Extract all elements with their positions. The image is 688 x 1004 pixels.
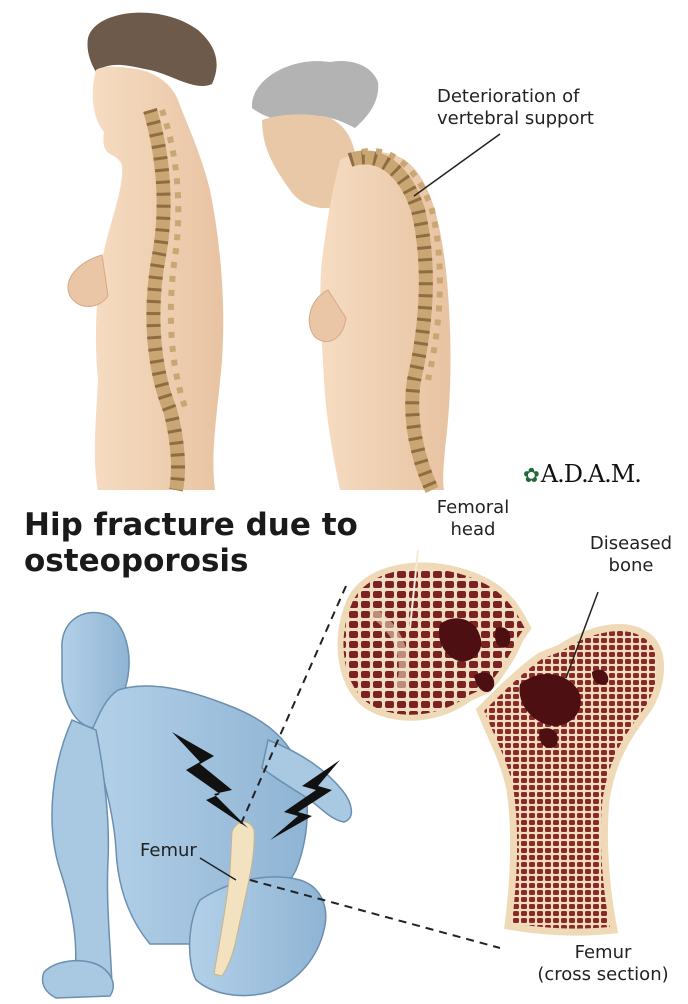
femur-label: Femur (140, 840, 197, 862)
femur-cross-line-1: Femur (528, 942, 678, 964)
femur-label-text: Femur (140, 840, 197, 861)
femur-cross-section-label: Femur (cross section) (528, 942, 678, 986)
femoral-head-label: Femoral head (428, 497, 518, 541)
adam-logo-text: A.D.A.M. (541, 460, 641, 488)
femoral-head-line-2: head (428, 519, 518, 541)
femur-shaft-fragment (480, 628, 661, 950)
vertebral-support-label: Deterioration of vertebral support (437, 86, 627, 130)
diseased-bone-label: Diseased bone (578, 533, 684, 577)
femur-cross-line-2: (cross section) (528, 964, 678, 986)
vertebral-support-label-text: Deterioration of vertebral support (437, 86, 627, 130)
femoral-head-line-1: Femoral (428, 497, 518, 519)
adam-leaf-icon: ✿ (523, 463, 539, 487)
diseased-bone-line-1: Diseased (578, 533, 684, 555)
title-line-2: osteoporosis (24, 543, 358, 579)
young-woman-breast (68, 255, 108, 307)
hip-fracture-title: Hip fracture due to osteoporosis (24, 507, 358, 579)
young-woman-figure (68, 13, 223, 490)
adam-logo: ✿A.D.A.M. (523, 460, 641, 488)
title-line-1: Hip fracture due to (24, 507, 358, 543)
diseased-bone-line-2: bone (578, 555, 684, 577)
vertebral-support-leader (414, 134, 500, 196)
